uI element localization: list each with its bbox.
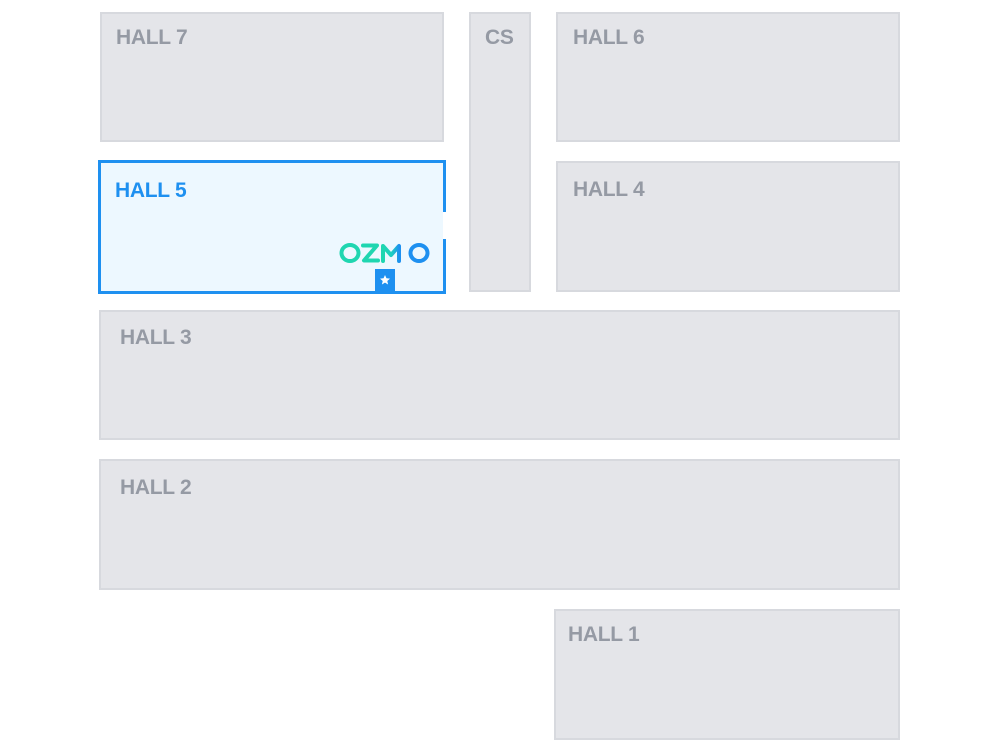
hall-7-label: HALL 7 [116,26,188,49]
star-icon [380,275,390,285]
hall-cs-label: CS [485,26,514,49]
hall-4[interactable]: HALL 4 [556,161,900,292]
hall-1-label: HALL 1 [568,623,640,646]
hall-6-label: HALL 6 [573,26,645,49]
hall-5[interactable]: HALL 5 OZMO [98,160,446,294]
hall-cs[interactable]: CS [469,12,531,292]
exhibitor-star-badge[interactable] [375,269,395,291]
hall-6[interactable]: HALL 6 [556,12,900,142]
hall-5-label: HALL 5 [115,179,187,202]
hall-5-entrance [443,212,446,239]
hall-2-label: HALL 2 [120,476,192,499]
hall-2[interactable]: HALL 2 [99,459,900,590]
hall-1[interactable]: HALL 1 [554,609,900,740]
hall-3[interactable]: HALL 3 [99,310,900,440]
hall-3-label: HALL 3 [120,326,192,349]
hall-4-label: HALL 4 [573,178,645,201]
ozmo-logo[interactable]: OZMO [339,240,431,266]
hall-7[interactable]: HALL 7 [100,12,444,142]
